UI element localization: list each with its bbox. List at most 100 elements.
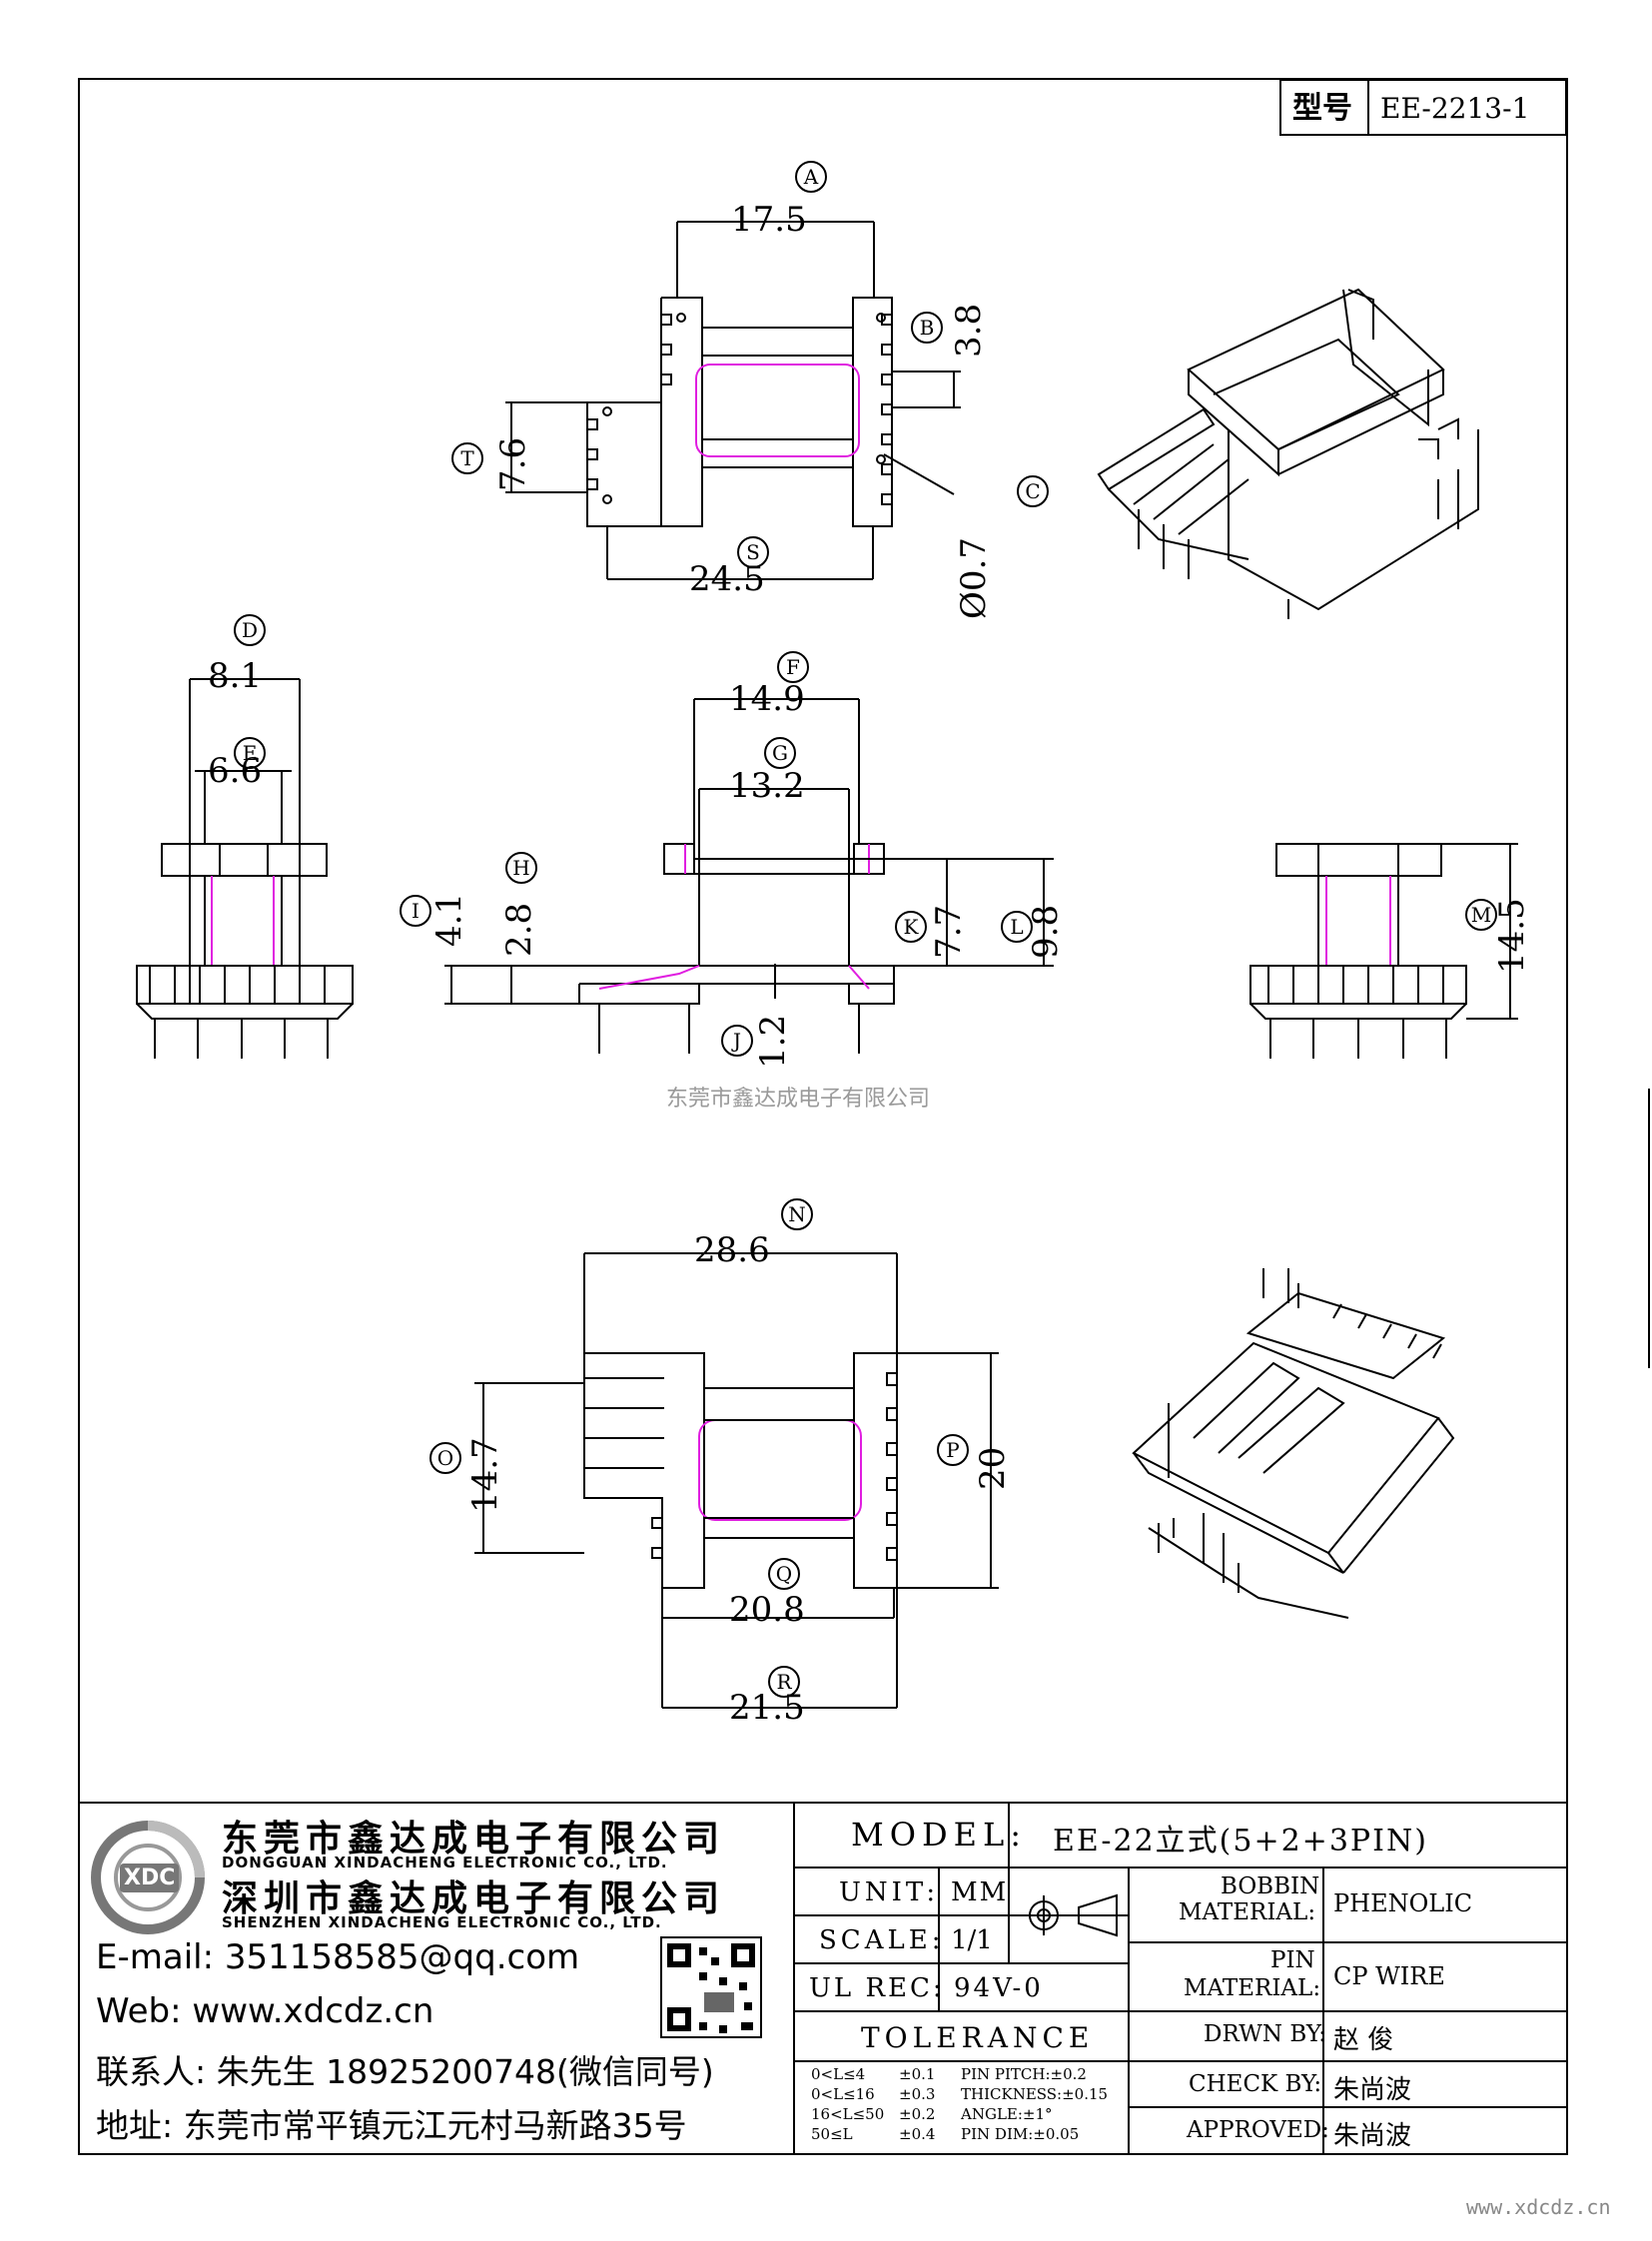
part-number-box: 型号 EE-2213-1 <box>1279 79 1567 136</box>
check-by-value: 朱尚波 <box>1333 2075 1412 2105</box>
company-name-shenzhen: 深圳市鑫达成电子有限公司 <box>222 1878 726 1919</box>
side-view-left <box>136 678 354 1059</box>
qr-code <box>660 1936 762 2038</box>
page-edge-marker <box>1648 1089 1650 1368</box>
dim-value-c: Ø0.7 <box>954 537 994 619</box>
side-view-right <box>1249 843 1518 1059</box>
pin-material-label-1: PIN <box>1270 1947 1315 1973</box>
part-number-label: 型号 <box>1292 91 1352 126</box>
dim-tag-g: G <box>764 737 796 769</box>
dim-tag-s: S <box>737 536 769 568</box>
tol-value: ±0.1 <box>899 2065 936 2083</box>
dim-value-r: 21.5 <box>729 1688 805 1728</box>
dim-value-q: 20.8 <box>729 1590 805 1630</box>
unit-value: MM <box>951 1877 1009 1907</box>
isometric-view-bottom <box>1132 1268 1455 1619</box>
model-value: EE-22立式(5+2+3PIN) <box>1053 1824 1428 1859</box>
tolerance-label: TOLERANCE <box>861 2021 1095 2054</box>
dim-tag-r: R <box>768 1666 800 1698</box>
bobbin-material-value: PHENOLIC <box>1333 1889 1473 1917</box>
drawn-by-label: DRWN BY: <box>1204 2021 1326 2047</box>
bottom-view <box>474 1252 999 1709</box>
company-email: E-mail: 351158585@qq.com <box>96 1937 580 1977</box>
dim-value-i: 4.1 <box>429 892 469 947</box>
dim-value-s: 24.5 <box>689 559 765 599</box>
company-name-shenzhen-en: SHENZHEN XINDACHENG ELECTRONIC CO., LTD. <box>222 1913 662 1931</box>
ulrec-label: UL REC: <box>809 1973 945 2003</box>
scale-label: SCALE: <box>819 1925 945 1955</box>
tol-range: 50≤L <box>811 2125 853 2143</box>
tol-value: ±0.4 <box>899 2125 936 2143</box>
pin-material-value: CP WIRE <box>1333 1962 1445 1990</box>
front-view <box>444 698 1054 1054</box>
footer-url: www.xdcdz.cn <box>1466 2195 1611 2219</box>
tol-note: THICKNESS:±0.15 <box>961 2085 1109 2103</box>
company-logo <box>91 1821 205 1934</box>
company-name-dongguan: 东莞市鑫达成电子有限公司 <box>222 1819 726 1860</box>
dim-tag-h: H <box>505 852 537 884</box>
approved-label: APPROVED: <box>1187 2117 1329 2143</box>
scale-value: 1/1 <box>951 1925 993 1955</box>
dim-value-j: 1.2 <box>753 1014 793 1069</box>
dim-value-m: 14.5 <box>1492 898 1532 974</box>
dim-tag-o: O <box>429 1442 461 1474</box>
dim-tag-f: F <box>777 651 809 683</box>
approved-value: 朱尚波 <box>1333 2121 1412 2151</box>
dim-value-t: 7.6 <box>493 436 533 491</box>
dim-tag-d: D <box>234 614 266 646</box>
dim-value-a: 17.5 <box>731 200 807 240</box>
dim-tag-m: M <box>1465 899 1497 931</box>
dim-value-o: 14.7 <box>465 1437 505 1513</box>
dim-tag-i: I <box>400 895 431 927</box>
dim-tag-a: A <box>795 161 827 193</box>
tol-value: ±0.2 <box>899 2105 936 2123</box>
tol-note: ANGLE:±1° <box>961 2105 1053 2123</box>
unit-label: UNIT: <box>839 1877 940 1907</box>
dim-value-g: 13.2 <box>729 766 805 806</box>
bobbin-material-label-2: MATERIAL: <box>1179 1899 1316 1925</box>
ulrec-value: 94V-0 <box>954 1973 1044 2003</box>
model-label: MODEL: <box>851 1816 1028 1854</box>
dim-value-p: 20 <box>973 1446 1013 1490</box>
dim-tag-j: J <box>721 1025 753 1057</box>
dim-value-k: 7.7 <box>929 904 969 959</box>
pin-material-label-2: MATERIAL: <box>1184 1975 1321 2001</box>
watermark-text: 东莞市鑫达成电子有限公司 <box>666 1087 931 1112</box>
dim-value-l: 9.8 <box>1026 904 1066 959</box>
tol-range: 0<L≤4 <box>811 2065 866 2083</box>
dim-value-f: 14.9 <box>729 679 805 719</box>
dim-tag-b: B <box>911 312 943 344</box>
dim-tag-t: T <box>451 442 483 474</box>
dim-value-n: 28.6 <box>694 1230 770 1270</box>
drawing-frame <box>78 78 1568 2155</box>
company-contact: 联系人: 朱先生 18925200748(微信同号) <box>96 2052 714 2091</box>
company-address: 地址: 东莞市常平镇元江元村马新路35号 <box>96 2106 687 2145</box>
drawn-by-value: 赵 俊 <box>1333 2025 1394 2055</box>
bobbin-material-label-1: BOBBIN <box>1221 1873 1320 1899</box>
dim-tag-n: N <box>781 1198 813 1230</box>
logo-text: XDC <box>120 1864 180 1892</box>
dim-tag-q: Q <box>768 1558 800 1590</box>
dim-tag-l: L <box>1001 911 1033 943</box>
check-by-label: CHECK BY: <box>1189 2071 1322 2097</box>
company-name-dongguan-en: DONGGUAN XINDACHENG ELECTRONIC CO., LTD. <box>222 1854 668 1871</box>
dim-tag-e: E <box>234 737 266 769</box>
part-number-value: EE-2213-1 <box>1380 92 1529 125</box>
dim-value-d: 8.1 <box>208 656 263 696</box>
isometric-view-top <box>1097 288 1479 619</box>
tol-note: PIN PITCH:±0.2 <box>961 2065 1087 2083</box>
tol-value: ±0.3 <box>899 2085 936 2103</box>
tol-range: 16<L≤50 <box>811 2105 885 2123</box>
company-website: Web: www.xdcdz.cn <box>96 1991 434 2031</box>
dim-tag-c: C <box>1017 475 1049 507</box>
dim-tag-k: K <box>895 911 927 943</box>
dim-value-e: 6.6 <box>208 751 263 791</box>
dim-value-b: 3.8 <box>949 303 989 358</box>
tol-range: 0<L≤16 <box>811 2085 875 2103</box>
dim-value-h: 2.8 <box>499 902 539 957</box>
title-block-grid <box>80 1802 1566 2153</box>
tol-note: PIN DIM:±0.05 <box>961 2125 1080 2143</box>
top-view <box>505 221 961 580</box>
dim-tag-p: P <box>937 1434 969 1466</box>
